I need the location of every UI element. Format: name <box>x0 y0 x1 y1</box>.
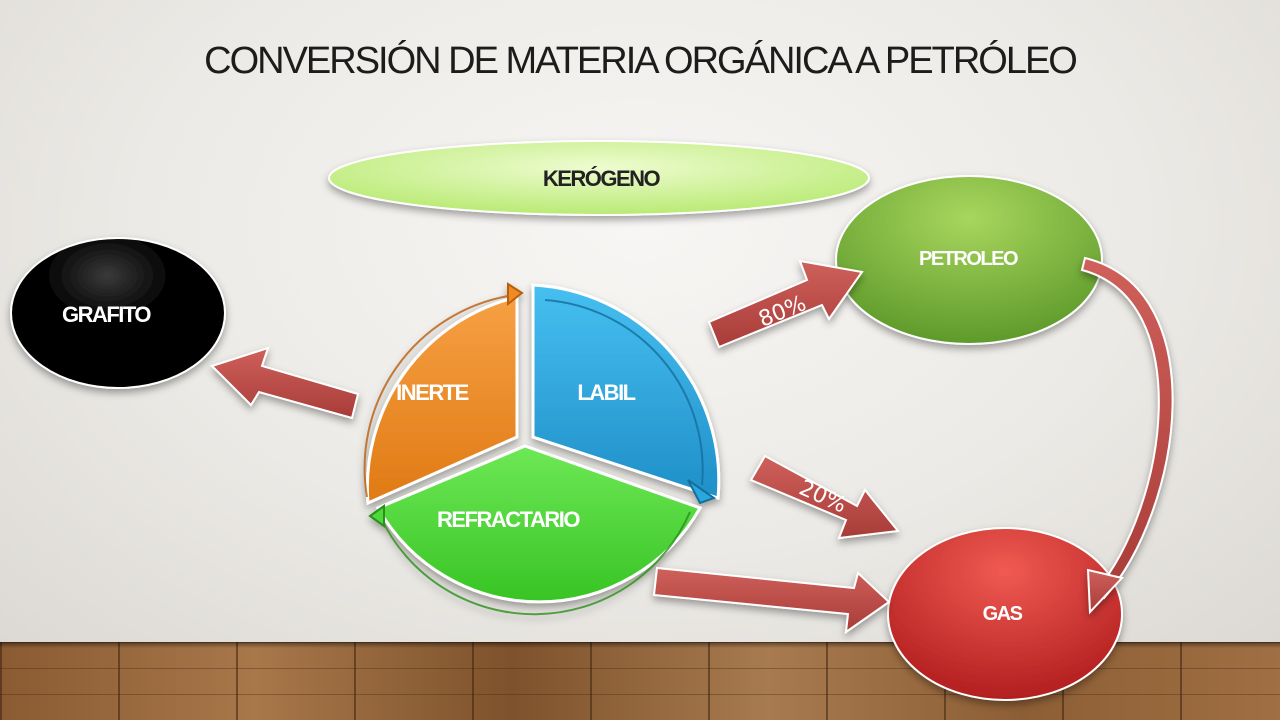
percent-20-label: 20% <box>795 476 850 519</box>
slide-title: CONVERSIÓN DE MATERIA ORGÁNICA A PETRÓLE… <box>204 40 1078 82</box>
petroleo-node: PETROLEO <box>835 175 1103 345</box>
arrow-refractario-to-gas <box>652 566 891 635</box>
kerogeno-label: KERÓGENO <box>543 166 661 191</box>
percent-80-label: 80% <box>755 291 810 333</box>
arrow-to-petroleo: 80% <box>707 259 864 349</box>
gas-node: GAS <box>887 527 1123 701</box>
gas-label: GAS <box>983 603 1023 625</box>
arrow-inerte-to-grafito <box>210 346 360 420</box>
kerogen-pie <box>363 282 721 616</box>
refractario-label: REFRACTARIO <box>437 507 580 532</box>
inerte-segment <box>365 295 519 506</box>
labil-label: LABIL <box>577 380 635 405</box>
petroleo-label: PETROLEO <box>919 248 1018 270</box>
kerogeno-node: KERÓGENO <box>328 140 870 216</box>
inerte-label: INERTE <box>396 380 469 405</box>
labil-segment <box>531 283 721 501</box>
grafito-node: GRAFITO <box>10 237 226 389</box>
arrow-petroleo-to-gas <box>1080 256 1174 615</box>
grafito-label: GRAFITO <box>62 302 151 327</box>
arrow-to-gas: 20% <box>749 454 900 540</box>
